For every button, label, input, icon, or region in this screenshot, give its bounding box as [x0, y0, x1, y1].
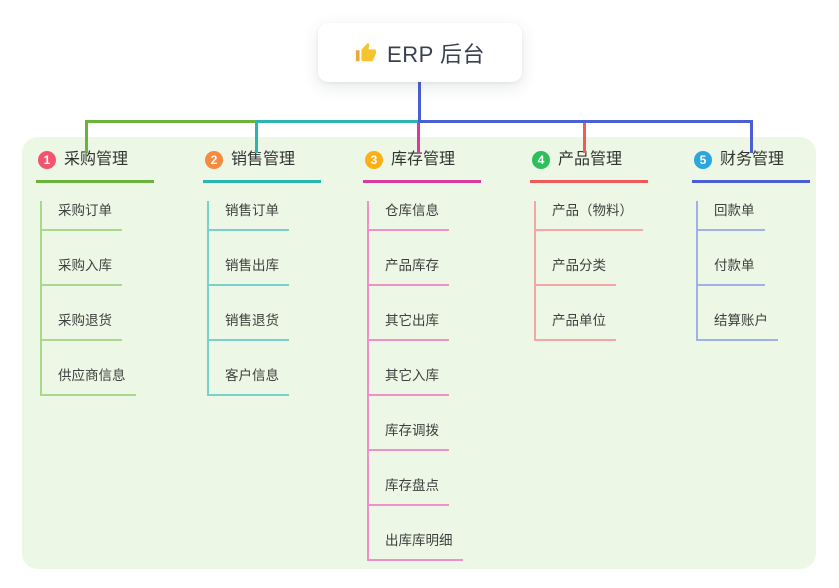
child-label[interactable]: 产品单位	[536, 311, 616, 341]
connector-drop-inventory	[417, 120, 420, 153]
child-node: 产品库存	[369, 256, 481, 286]
branch-header[interactable]: 4 产品管理	[530, 147, 649, 183]
branch-children: 销售订单 销售出库 销售退货 客户信息	[207, 201, 321, 396]
branch-number-badge: 3	[365, 151, 383, 169]
branch-number-badge: 5	[694, 151, 712, 169]
child-node: 销售出库	[209, 256, 321, 286]
child-node: 其它出库	[369, 311, 481, 341]
child-node: 客户信息	[209, 366, 321, 396]
trunk-segment-green	[85, 120, 256, 123]
child-node: 产品（物料）	[536, 201, 648, 231]
child-label[interactable]: 出库库明细	[369, 531, 463, 561]
child-node: 采购入库	[42, 256, 154, 286]
child-node: 其它入库	[369, 366, 481, 396]
child-node: 结算账户	[698, 311, 810, 341]
child-label[interactable]: 产品库存	[369, 256, 449, 286]
branch-number-badge: 4	[532, 151, 550, 169]
child-label[interactable]: 销售订单	[209, 201, 289, 231]
branch-children: 回款单 付款单 结算账户	[696, 201, 810, 341]
child-node: 供应商信息	[42, 366, 154, 396]
thumbs-up-icon	[355, 42, 377, 64]
child-label[interactable]: 采购订单	[42, 201, 122, 231]
child-node: 回款单	[698, 201, 810, 231]
branch-sales-management: 2 销售管理 销售订单 销售出库 销售退货 客户信息	[203, 147, 322, 396]
child-label[interactable]: 其它入库	[369, 366, 449, 396]
branch-label: 财务管理	[720, 151, 785, 168]
branch-children: 产品（物料） 产品分类 产品单位	[534, 201, 648, 341]
child-node: 库存调拨	[369, 421, 481, 451]
branch-inventory-management: 3 库存管理 仓库信息 产品库存 其它出库 其它入库 库存调拨 库存盘点 出库库…	[363, 147, 482, 561]
child-label[interactable]: 客户信息	[209, 366, 289, 396]
trunk-segment-teal	[256, 120, 418, 123]
connector-drop-sales	[255, 120, 258, 153]
child-label[interactable]: 仓库信息	[369, 201, 449, 231]
child-node: 仓库信息	[369, 201, 481, 231]
branch-header[interactable]: 3 库存管理	[363, 147, 482, 183]
branch-label: 采购管理	[64, 151, 129, 168]
branch-product-management: 4 产品管理 产品（物料） 产品分类 产品单位	[530, 147, 649, 341]
branch-header[interactable]: 1 采购管理	[36, 147, 155, 183]
child-label[interactable]: 结算账户	[698, 311, 778, 341]
child-label[interactable]: 销售出库	[209, 256, 289, 286]
branch-number-badge: 2	[205, 151, 223, 169]
child-node: 库存盘点	[369, 476, 481, 506]
child-label[interactable]: 其它出库	[369, 311, 449, 341]
child-label[interactable]: 库存调拨	[369, 421, 449, 451]
child-node: 出库库明细	[369, 531, 481, 561]
branch-number-badge: 1	[38, 151, 56, 169]
child-label[interactable]: 销售退货	[209, 311, 289, 341]
child-label[interactable]: 产品分类	[536, 256, 616, 286]
child-label[interactable]: 产品（物料）	[536, 201, 643, 231]
child-node: 产品分类	[536, 256, 648, 286]
branch-header[interactable]: 5 财务管理	[692, 147, 811, 183]
child-label[interactable]: 供应商信息	[42, 366, 136, 396]
branch-children: 仓库信息 产品库存 其它出库 其它入库 库存调拨 库存盘点 出库库明细	[367, 201, 481, 561]
connector-drop-finance	[750, 120, 753, 153]
child-node: 销售订单	[209, 201, 321, 231]
child-label[interactable]: 采购退货	[42, 311, 122, 341]
branch-header[interactable]: 2 销售管理	[203, 147, 322, 183]
branch-finance-management: 5 财务管理 回款单 付款单 结算账户	[692, 147, 811, 341]
branch-children: 采购订单 采购入库 采购退货 供应商信息	[40, 201, 154, 396]
child-node: 采购退货	[42, 311, 154, 341]
branch-label: 产品管理	[558, 151, 623, 168]
branch-purchase-management: 1 采购管理 采购订单 采购入库 采购退货 供应商信息	[36, 147, 155, 396]
child-label[interactable]: 回款单	[698, 201, 765, 231]
child-label[interactable]: 采购入库	[42, 256, 122, 286]
root-node[interactable]: ERP 后台	[318, 23, 522, 82]
mindmap-board: 1 采购管理 采购订单 采购入库 采购退货 供应商信息 2 销售管理 销售订单 …	[22, 137, 816, 569]
trunk-segment-blue	[418, 120, 753, 123]
connector-drop-purchase	[85, 120, 88, 153]
connector-drop-product	[583, 120, 586, 153]
child-node: 产品单位	[536, 311, 648, 341]
root-title: ERP 后台	[387, 41, 485, 67]
child-node: 付款单	[698, 256, 810, 286]
branch-label: 销售管理	[231, 151, 296, 168]
child-label[interactable]: 库存盘点	[369, 476, 449, 506]
connector-root-vertical	[418, 82, 421, 121]
branch-label: 库存管理	[391, 151, 456, 168]
child-node: 采购订单	[42, 201, 154, 231]
child-label[interactable]: 付款单	[698, 256, 765, 286]
child-node: 销售退货	[209, 311, 321, 341]
